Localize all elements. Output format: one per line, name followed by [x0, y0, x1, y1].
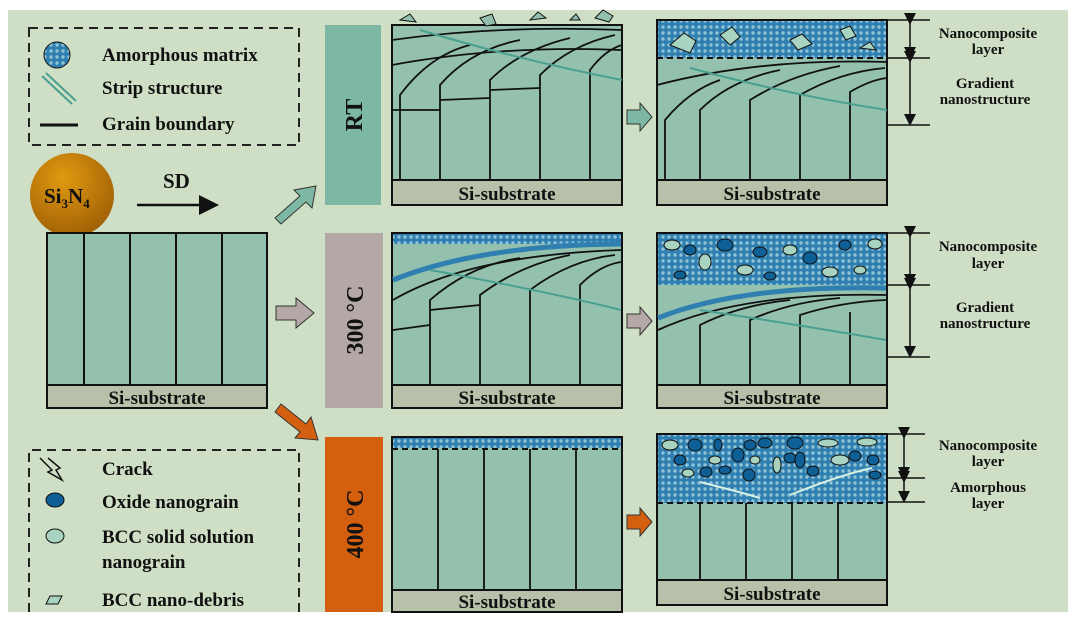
400-final-sample: Si-substrate	[656, 433, 888, 606]
annotation-label: layer	[972, 42, 1005, 58]
condition-box-rt	[325, 25, 381, 205]
strip-structure-icon	[41, 72, 77, 105]
legend-label: Grain boundary	[102, 114, 235, 135]
substrate-label: Si-substrate	[723, 388, 820, 409]
substrate-label: Si-substrate	[723, 584, 820, 605]
oxide-nanograin-icon	[45, 492, 65, 508]
legend-label: BCC nano-debris	[102, 590, 244, 611]
legend-label: Oxide nanograin	[102, 492, 239, 513]
bcc-nanograin-icon	[45, 528, 65, 544]
small-arrow-400	[626, 506, 653, 538]
si3n4-ball	[30, 153, 114, 237]
initial-sample: Si-substrate	[46, 232, 268, 409]
annotation-label: layer	[972, 496, 1005, 512]
rt-final-sample: Si-substrate	[656, 19, 888, 206]
ball-label: Si3N4	[44, 184, 90, 211]
arrow-to-300	[275, 296, 315, 330]
substrate-label: Si-substrate	[458, 184, 555, 205]
annotation-label: Nanocomposite	[939, 26, 1038, 42]
annotation-label: Nanocomposite	[939, 438, 1038, 454]
substrate-label: Si-substrate	[458, 592, 555, 613]
legend-label: Amorphous matrix	[102, 45, 258, 66]
substrate-label: Si-substrate	[458, 388, 555, 409]
rt-worn-sample: Si-substrate	[391, 9, 623, 206]
arrow-to-rt	[274, 185, 317, 225]
annotation-label: layer	[972, 454, 1005, 470]
condition-box-300	[325, 233, 383, 408]
300-worn-sample: Si-substrate	[391, 232, 623, 409]
annotation-label: Gradient	[956, 76, 1014, 92]
legend-top: Amorphous matrix Strip structure Grain b…	[28, 27, 300, 146]
condition-label: RT	[342, 99, 368, 132]
arrow-to-400	[274, 403, 319, 441]
sd-label: SD	[163, 169, 190, 193]
condition-label: 300 °C	[343, 286, 369, 355]
legend-label: Crack	[102, 459, 153, 480]
annotation-label: nanostructure	[940, 92, 1031, 108]
crack-icon	[39, 457, 65, 483]
dimension-lines	[887, 13, 930, 503]
legend-bottom: Crack Oxide nanograin BCC solid solution…	[28, 449, 300, 612]
annotation-label: Nanocomposite	[939, 239, 1038, 255]
annotation-label: nanostructure	[940, 316, 1031, 332]
300-final-sample: Si-substrate	[656, 232, 888, 409]
small-arrow-300	[626, 305, 653, 337]
debris-icon	[45, 595, 63, 605]
legend-label: BCC solid solution	[102, 527, 254, 548]
condition-box-400	[325, 437, 383, 612]
amorphous-matrix-icon	[43, 41, 71, 69]
annotation-label: Gradient	[956, 300, 1014, 316]
annotation-label: Amorphous	[950, 480, 1026, 496]
small-arrow-rt	[626, 101, 653, 133]
legend-label: nanograin	[102, 552, 186, 573]
legend-label: Strip structure	[102, 78, 223, 99]
substrate-label: Si-substrate	[108, 388, 205, 409]
annotation-label: layer	[972, 256, 1005, 272]
condition-label: 400 °C	[343, 490, 369, 559]
400-worn-sample: Si-substrate	[391, 436, 623, 613]
substrate-label: Si-substrate	[723, 184, 820, 205]
